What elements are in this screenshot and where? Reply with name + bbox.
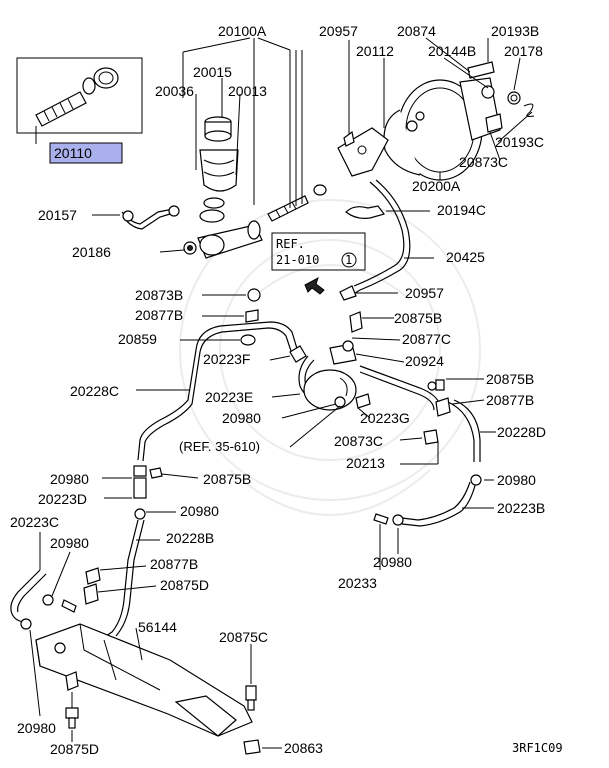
- brake-booster-assembly: [337, 37, 535, 181]
- master-cylinder-assembly: [182, 37, 327, 259]
- ref-21-010-number: 21-010: [276, 253, 319, 267]
- watermark: [179, 199, 481, 516]
- reference-35-610: (REF. 35-610): [179, 439, 260, 454]
- part-label-20875B-a[interactable]: 20875B: [394, 310, 442, 326]
- part-label-20877C[interactable]: 20877C: [402, 331, 451, 347]
- part-label-20875C[interactable]: 20875C: [219, 629, 268, 645]
- part-label-20213[interactable]: 20213: [346, 455, 385, 471]
- part-label-20875D-b[interactable]: 20875D: [50, 741, 99, 757]
- reference-box-21-010: REF. 21-010 1: [271, 232, 366, 295]
- part-label-20186[interactable]: 20186: [72, 244, 111, 260]
- part-label-20924[interactable]: 20924: [405, 353, 444, 369]
- nut-20186: [159, 241, 197, 255]
- direction-arrow-icon: [304, 276, 325, 295]
- part-label-20100A[interactable]: 20100A: [218, 23, 267, 39]
- part-label-20875D-a[interactable]: 20875D: [160, 577, 209, 593]
- part-label-20228C[interactable]: 20228C: [70, 383, 119, 399]
- part-label-20157[interactable]: 20157: [38, 207, 77, 223]
- hose-network: [99, 311, 496, 641]
- ref-21-010-circle: 1: [345, 253, 352, 267]
- part-label-20980-g[interactable]: 20980: [17, 720, 56, 736]
- part-label-20877B-a[interactable]: 20877B: [135, 307, 183, 323]
- part-label-20228D[interactable]: 20228D: [497, 424, 546, 440]
- part-label-20112[interactable]: 20112: [356, 43, 394, 59]
- part-label-20013[interactable]: 20013: [228, 83, 267, 99]
- part-label-20178[interactable]: 20178: [504, 43, 543, 59]
- part-label-20036[interactable]: 20036: [155, 83, 194, 99]
- part-label-20980-f[interactable]: 20980: [373, 554, 412, 570]
- small-parts-left: [180, 288, 261, 346]
- ref-21-010-prefix: REF.: [276, 237, 305, 251]
- part-label-20873C-mid[interactable]: 20873C: [334, 433, 383, 449]
- pipe-20157: [92, 205, 180, 230]
- part-label-20980-e[interactable]: 20980: [50, 535, 89, 551]
- part-label-20873C-top[interactable]: 20873C: [459, 154, 508, 170]
- kit-inset: 20110: [16, 57, 143, 164]
- part-label-20863[interactable]: 20863: [284, 740, 323, 756]
- bracket-56144: [35, 623, 253, 737]
- part-label-20859[interactable]: 20859: [118, 331, 157, 347]
- part-label-20194C[interactable]: 20194C: [437, 202, 486, 218]
- kit-highlight: [49, 142, 123, 164]
- part-label-20193C[interactable]: 20193C: [495, 134, 544, 150]
- part-label-20980-a[interactable]: 20980: [222, 410, 261, 426]
- part-label-20980-b[interactable]: 20980: [50, 471, 89, 487]
- part-label-20200A[interactable]: 20200A: [412, 178, 461, 194]
- part-label-20193B[interactable]: 20193B: [491, 23, 539, 39]
- part-label-20874[interactable]: 20874: [397, 23, 436, 39]
- part-label-20223D[interactable]: 20223D: [38, 491, 87, 507]
- part-label-20425[interactable]: 20425: [446, 249, 485, 265]
- part-label-56144[interactable]: 56144: [138, 619, 177, 635]
- diagram-code: 3RF1C09: [512, 741, 563, 755]
- vacuum-hose-20425: [339, 179, 434, 301]
- part-label-20957-mid[interactable]: 20957: [405, 285, 444, 301]
- part-label-20228B[interactable]: 20228B: [166, 530, 214, 546]
- part-label-20144B[interactable]: 20144B: [428, 43, 476, 59]
- seal-kit-drawing: [35, 67, 119, 127]
- part-label-20980-d[interactable]: 20980: [180, 503, 219, 519]
- part-label-20223F[interactable]: 20223F: [203, 351, 250, 367]
- part-label-20223C[interactable]: 20223C: [10, 514, 59, 530]
- part-label-20223B[interactable]: 20223B: [497, 500, 545, 516]
- lower-fasteners: [65, 644, 282, 755]
- lower-left-hose: [10, 532, 157, 717]
- part-label-20877B-b[interactable]: 20877B: [486, 392, 534, 408]
- part-label-20110[interactable]: 20110: [54, 145, 92, 161]
- ref-35-610-leader: [289, 405, 341, 448]
- part-label-20015[interactable]: 20015: [193, 64, 232, 80]
- part-label-20233[interactable]: 20233: [338, 575, 377, 591]
- part-label-20980-c[interactable]: 20980: [497, 472, 536, 488]
- part-label-20223E[interactable]: 20223E: [205, 389, 253, 405]
- part-label-20877B-c[interactable]: 20877B: [150, 556, 198, 572]
- part-label-20873B[interactable]: 20873B: [135, 287, 183, 303]
- part-label-20875B-b[interactable]: 20875B: [486, 371, 534, 387]
- part-label-20223G[interactable]: 20223G: [360, 410, 410, 426]
- part-label-20875B-c[interactable]: 20875B: [203, 471, 251, 487]
- part-label-20957-top[interactable]: 20957: [319, 23, 358, 39]
